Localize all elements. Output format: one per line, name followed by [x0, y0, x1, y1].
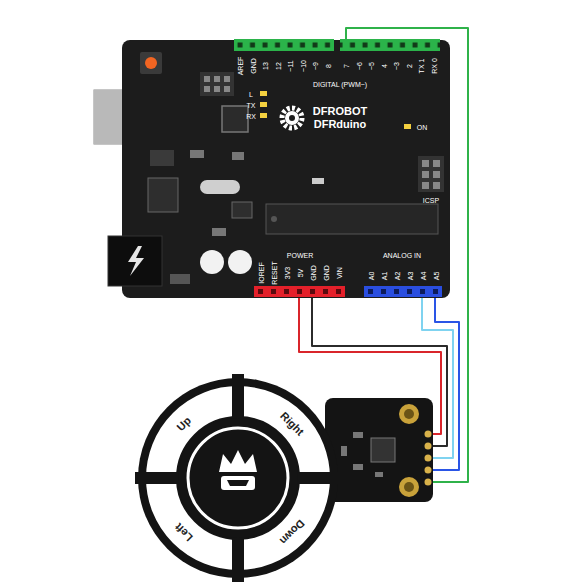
- smd-part: [353, 432, 363, 438]
- pin-label: RX 0: [430, 58, 437, 74]
- wire: [433, 298, 459, 470]
- pin-label: A0: [367, 272, 374, 281]
- crown-logo: [227, 480, 249, 486]
- usb-chip: [222, 106, 248, 132]
- crown-logo: [219, 450, 257, 472]
- analog-header: [364, 286, 442, 297]
- header-label: ICSP: [423, 197, 439, 204]
- pin-label: ~5: [368, 62, 375, 70]
- header-pin: [425, 479, 432, 486]
- header-pin: [425, 431, 432, 438]
- pin-label: 7: [343, 64, 350, 68]
- mount-hole: [399, 477, 419, 497]
- pin-label: IOREF: [257, 262, 264, 283]
- arduino-board: DFROBOT DFRduino: [122, 40, 450, 298]
- board-pcb: [122, 40, 450, 298]
- pin-label: TX 1: [418, 59, 425, 74]
- pin-label: 4: [380, 64, 387, 68]
- pin-label: A2: [393, 272, 400, 281]
- sensor-module: [325, 398, 433, 502]
- header-label: ANALOG IN: [383, 252, 421, 259]
- pin-label: 13: [262, 62, 269, 70]
- usb-connector: [94, 90, 122, 144]
- smd-part: [375, 472, 383, 477]
- led-label: ON: [417, 124, 428, 131]
- pin-label: GND: [309, 265, 316, 281]
- pad-center: [178, 418, 298, 538]
- header-pin: [425, 443, 432, 450]
- pad-ring: [161, 401, 315, 555]
- pin-label: ~11: [287, 60, 294, 71]
- sensor-chip: [371, 438, 395, 462]
- header-pin: [425, 467, 432, 474]
- smd-part: [341, 446, 347, 456]
- pin-label: VIN: [335, 267, 342, 279]
- pin-label: 3V3: [283, 267, 290, 279]
- pin-label: 12: [274, 62, 281, 70]
- led-label: L: [249, 91, 253, 98]
- power-header: [254, 286, 345, 297]
- pin-label: AREF: [237, 57, 244, 76]
- pin-label: 5V: [296, 269, 303, 278]
- pin-label: GND: [322, 265, 329, 281]
- pin-label: RESET: [270, 261, 277, 284]
- header-label: POWER: [287, 252, 313, 259]
- header-pin: [425, 455, 432, 462]
- board-logo: DFROBOT DFRduino: [303, 105, 377, 130]
- pin-label: ~10: [299, 60, 306, 72]
- pin-label: ~3: [393, 62, 400, 70]
- gesture-sensor: UpRightDownLeft: [135, 372, 433, 584]
- microcontroller: [266, 204, 438, 234]
- pin-label: 8: [324, 64, 331, 68]
- pin-label: A4: [419, 272, 426, 281]
- mount-hole: [404, 482, 414, 492]
- capacitors: [170, 250, 252, 284]
- reset-button: [140, 52, 162, 74]
- led-label: TX: [247, 102, 256, 109]
- pin-label: ~9: [312, 62, 319, 70]
- pin-label: ~6: [355, 62, 362, 70]
- power-jack: [108, 236, 162, 286]
- pin-label: A3: [406, 272, 413, 281]
- led-label: RX: [246, 113, 256, 120]
- pad-center-ring: [188, 428, 288, 528]
- gesture-pad: [135, 372, 433, 584]
- smd-part: [353, 464, 363, 470]
- icsp-header: [418, 156, 444, 192]
- mount-hole: [399, 404, 419, 424]
- crown-logo: [221, 476, 255, 490]
- gear-logo: [282, 108, 302, 128]
- digital-header: [234, 39, 440, 51]
- pin-label: A1: [380, 272, 387, 281]
- mount-hole: [404, 409, 414, 419]
- pin-label: 2: [405, 64, 412, 68]
- pin-label: GND: [249, 58, 256, 74]
- header-label: DIGITAL (PWM~): [313, 81, 367, 88]
- pin-label: A5: [432, 272, 439, 281]
- icsp2-header: [200, 72, 234, 96]
